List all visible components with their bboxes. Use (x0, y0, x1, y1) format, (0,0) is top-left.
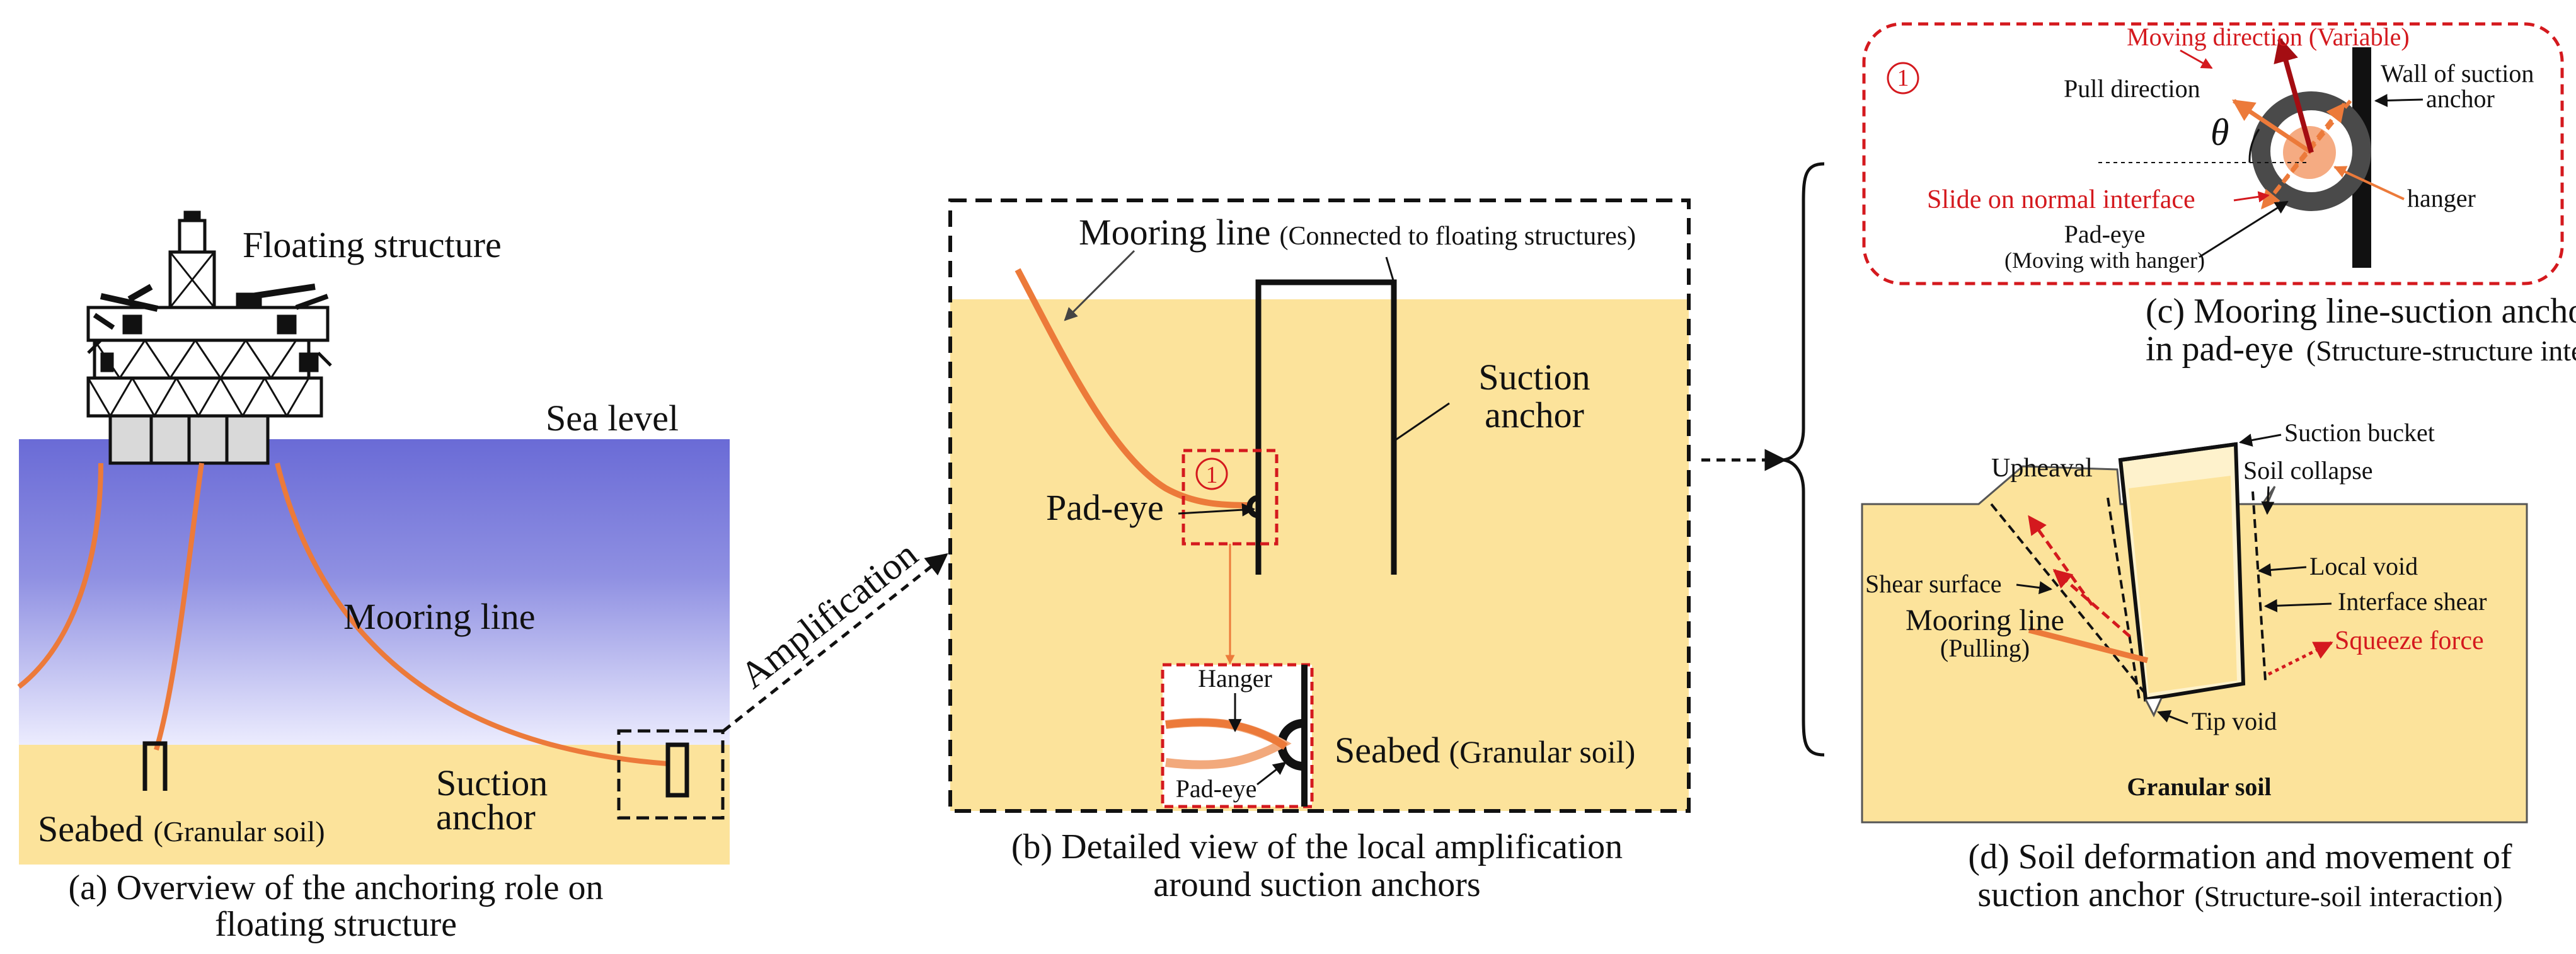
inset-pad-eye-label: Pad-eye (1176, 774, 1257, 803)
seabed-label: Seabed (Granular soil) (38, 808, 325, 849)
leader-suction-b (1393, 402, 1450, 442)
mooring-line-right (275, 463, 669, 766)
wall-label-2: anchor (2426, 84, 2495, 113)
tip-void-mark (2144, 698, 2163, 718)
leader-wall (2374, 93, 2424, 107)
amplification-arrow (722, 553, 948, 732)
leader-pad-eye-c (2199, 200, 2289, 258)
amplification-label: Amplification (732, 533, 925, 696)
suction-anchor-b (1255, 279, 1397, 575)
caption-d-line1: (d) Soil deformation and movement of (1968, 837, 2512, 876)
pad-eye-c-label: Pad-eye (2064, 220, 2146, 248)
marker-1-c-circle (1887, 62, 1919, 95)
panel-a: Floating structure Sea level Mooring lin… (17, 210, 730, 944)
panel-b: ① 1 Hanger Pad-eye Mooring line (Connect… (948, 198, 1691, 904)
seabed-area-b (950, 299, 1689, 811)
theta-label: θ (2211, 112, 2229, 153)
granular-soil-label: Granular soil (2127, 773, 2271, 801)
curly-brace (1783, 162, 1825, 757)
marker-1-c-digit: 1 (1897, 65, 1909, 91)
mooring-line-d-label: Mooring line (1906, 604, 2064, 637)
bucket-inner-soil (2129, 476, 2237, 693)
suction-anchor-b-label-1: Suction (1478, 357, 1590, 398)
slide-label: Slide on normal interface (1927, 185, 2195, 214)
suction-anchor-small-left (142, 741, 168, 791)
tip-void-label: Tip void (2192, 707, 2277, 735)
panel-d: Suction bucket Upheaval Soil collapse Lo… (1861, 418, 2528, 914)
leader-inset-pad-eye (1256, 761, 1287, 786)
sea-body (19, 439, 730, 745)
squeeze-force-label: Squeeze force (2335, 626, 2484, 655)
floating-platform-icon (86, 210, 332, 465)
pull-direction-arrow (2232, 99, 2313, 154)
panel-b-frame (948, 198, 1691, 813)
caption-c-line2: in pad-eye (Structure-structure interact… (2146, 330, 2576, 369)
leader-slide (2233, 191, 2270, 203)
seabed-b-label: Seabed (Granular soil) (1335, 730, 1635, 771)
leader-hanger-c (2333, 166, 2405, 200)
caption-c-line1: (c) Mooring line-suction anchor interact… (2146, 292, 2576, 331)
bucket-rim (2120, 442, 2236, 462)
caption-a-line1: (a) Overview of the anchoring role on (69, 868, 604, 907)
leader-soil-collapse (2261, 486, 2275, 515)
caption-d-line2: suction anchor (Structure-soil interacti… (1977, 875, 2502, 914)
leader-tip-void (2157, 710, 2188, 725)
panel-c-frame (1862, 22, 2564, 285)
mooring-line-label: Mooring line (343, 596, 535, 637)
suction-anchor-small-right (665, 742, 689, 798)
upheaval-arrow-1 (2027, 515, 2094, 606)
floating-structure-label: Floating structure (243, 224, 502, 265)
caption-b-line1: (b) Detailed view of the local amplifica… (1011, 827, 1623, 866)
detail-box-1 (1182, 449, 1279, 546)
shear-surface-line (1990, 503, 2151, 701)
local-void-label: Local void (2309, 552, 2418, 580)
shear-surface-line-2 (2107, 497, 2141, 700)
mooring-line-b-label: Mooring line (Connected to floating stru… (1079, 212, 1636, 253)
theta-arc (2248, 129, 2260, 163)
pulling-label: (Pulling) (1940, 634, 2030, 662)
soil-collapse-label: Soil collapse (2243, 456, 2373, 485)
leader-connected-b (1385, 256, 1395, 283)
sea-level-label: Sea level (546, 398, 679, 439)
suction-anchor-label-1: Suction (436, 762, 548, 803)
wall-label-1: Wall of suction (2381, 59, 2534, 88)
mooring-line-b (1015, 268, 1251, 509)
leader-mooring-b (1064, 250, 1136, 321)
pull-direction-label: Pull direction (2064, 74, 2200, 103)
shear-surface-label: Shear surface (1865, 570, 2002, 598)
leader-suction-bucket (2238, 434, 2282, 447)
moving-with-hanger-label: (Moving with hanger) (2004, 248, 2205, 273)
marker-1-b-circle (1195, 457, 1228, 490)
caption-b-line2: around suction anchors (1153, 865, 1480, 904)
marker-1-b-digit: 1 (1206, 462, 1218, 488)
hanger-label: Hanger (1198, 664, 1272, 693)
interface-shear-label: Interface shear (2338, 587, 2487, 616)
leader-interface-shear (2263, 599, 2332, 612)
seabed-layer (19, 745, 730, 865)
pad-eye-b-label: Pad-eye (1046, 487, 1164, 528)
upheaval-label: Upheaval (1991, 454, 2093, 483)
moving-direction-label: Moving direction (Variable) (2127, 23, 2410, 51)
upheaval-arrow-2 (2052, 569, 2131, 638)
hanger-c-label: hanger (2407, 184, 2476, 212)
panel-c: 1 ① θ Moving direction (Variable) Pull d… (1862, 22, 2576, 369)
leader-local-void (2257, 563, 2307, 577)
interface-shear-line (2251, 491, 2267, 681)
leader-pad-eye-b (1178, 503, 1256, 517)
moving-direction-arrow (2274, 37, 2314, 154)
suction-bucket-label: Suction bucket (2284, 418, 2435, 447)
suction-anchor-label-2: anchor (436, 796, 536, 837)
caption-a-line2: floating structure (215, 905, 457, 944)
mooring-line-left (17, 463, 103, 689)
mooring-line-middle (154, 463, 204, 751)
suction-anchor-b-label-2: anchor (1485, 394, 1584, 435)
mooring-line-d (2028, 627, 2149, 664)
leader-moving-direction (2180, 49, 2213, 69)
leader-shear-surface (2016, 581, 2053, 595)
